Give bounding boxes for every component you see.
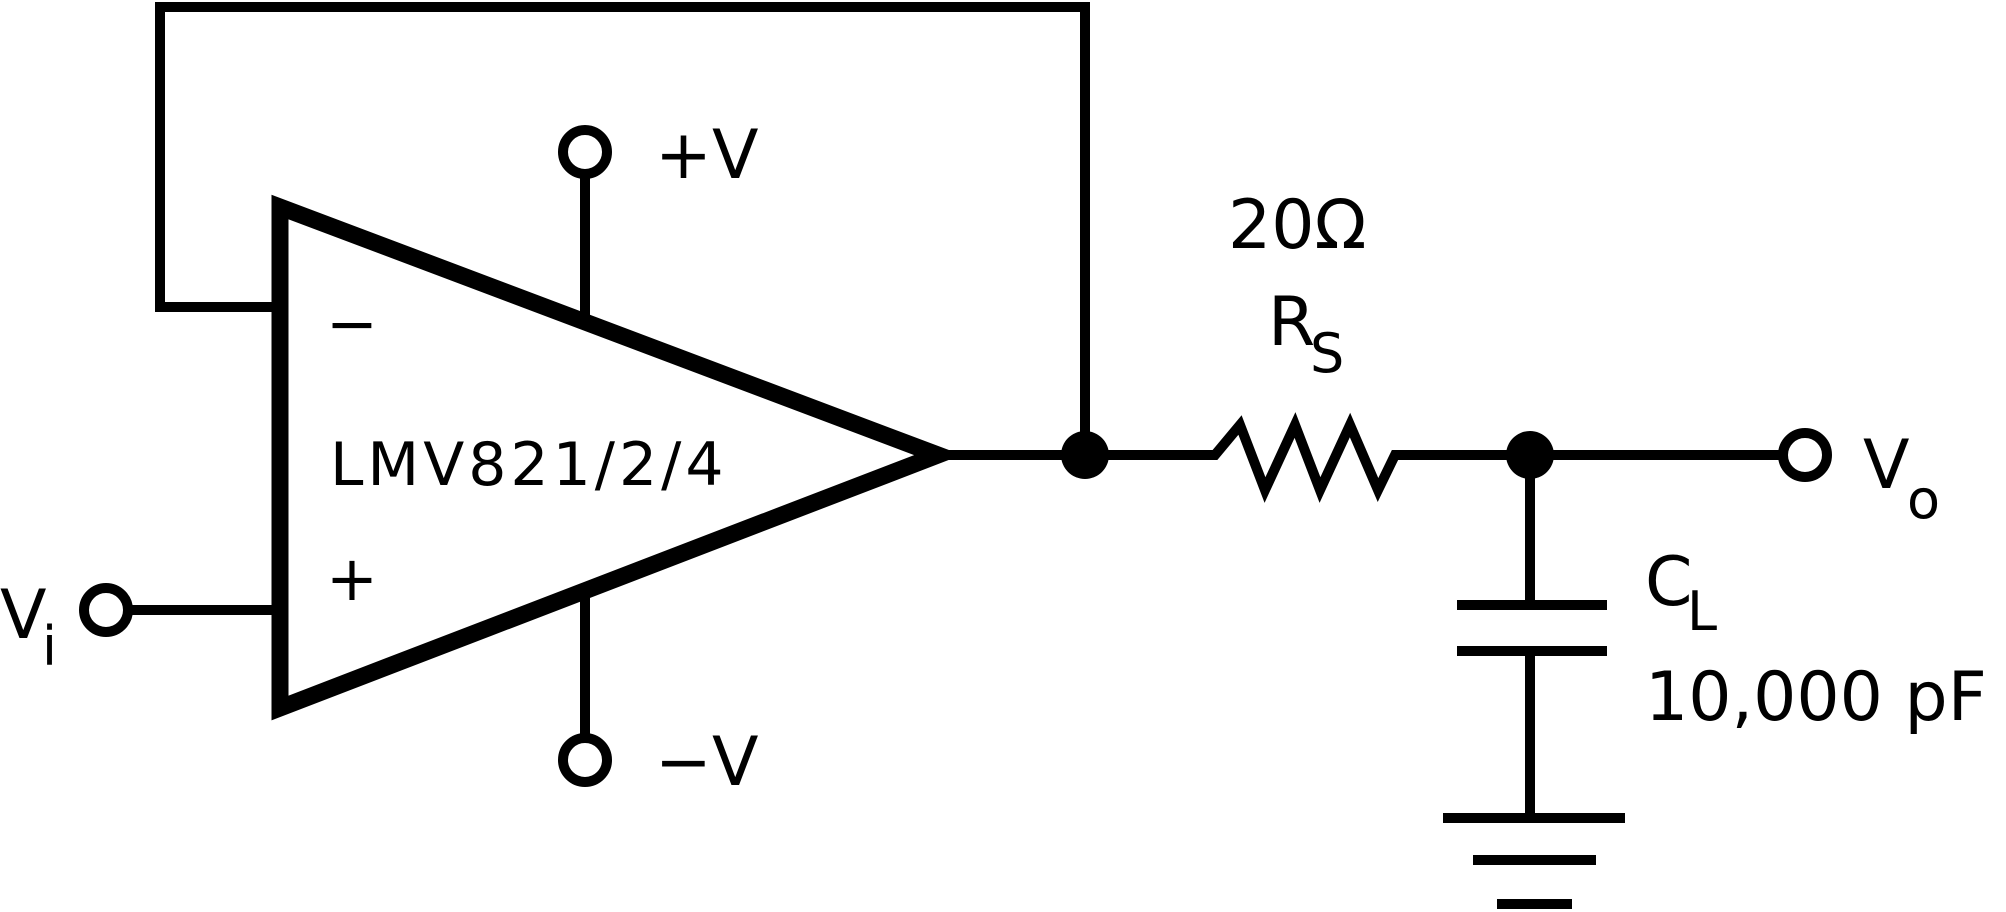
input-label-subscript: i [42,615,57,678]
capacitor-label-subscript: L [1687,580,1717,643]
negative-supply-terminal [558,733,612,787]
resistor-label: R [1268,283,1315,362]
output-label-subscript: o [1907,468,1940,531]
positive-supply-terminal [558,125,612,179]
negative-supply-label: −V [655,723,759,802]
ground-icon [1443,813,1625,909]
input-label: V [0,576,47,655]
input-terminal [79,583,133,637]
feedback-wire [155,2,1090,455]
resistor-value: 20Ω [1228,186,1367,265]
inverting-input-symbol: − [326,287,378,360]
resistor-label-subscript: S [1310,322,1344,385]
capacitor-value: 10,000 pF [1645,658,1987,737]
opamp-part-number: LMV821/2/4 [330,430,728,500]
noninverting-input-symbol: + [326,542,378,615]
output-terminal [1778,428,1832,482]
resistor-rs [1085,412,1530,503]
positive-supply-label: +V [655,116,759,195]
capacitor-label: C [1645,543,1692,622]
output-label: V [1863,426,1910,505]
opamp-triangle [271,194,962,721]
